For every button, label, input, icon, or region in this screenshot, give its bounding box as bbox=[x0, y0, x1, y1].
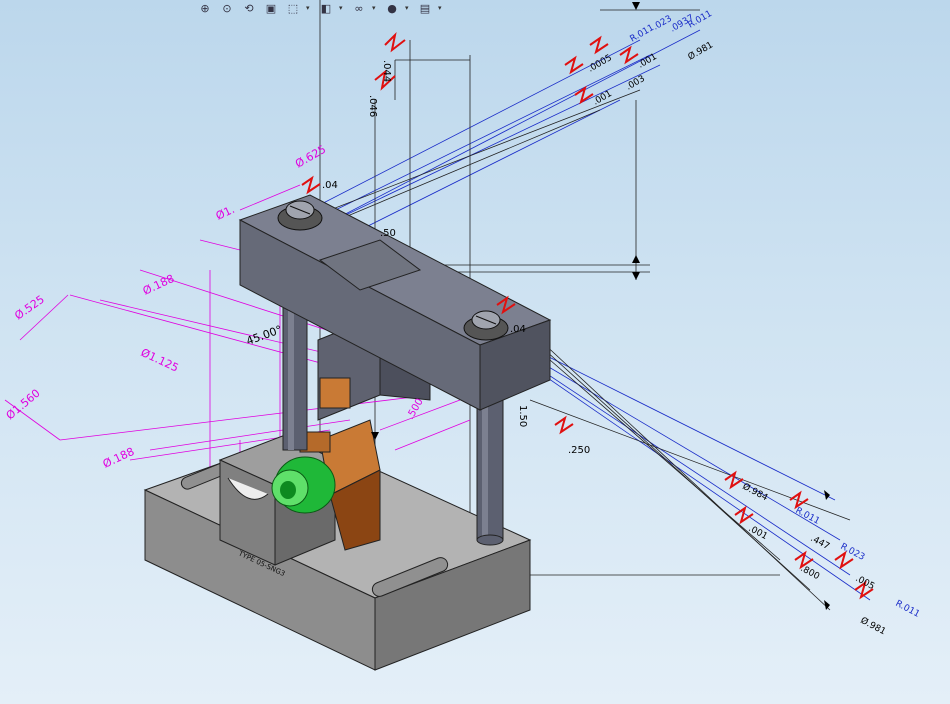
datum-markers bbox=[301, 31, 874, 600]
dim-angle-45: 45.00° bbox=[245, 323, 284, 348]
dim-dia-1560: Ø1.560 bbox=[4, 387, 43, 423]
dim-500: .500 bbox=[405, 397, 426, 422]
dimension-labels-bottom-right[interactable]: Ø.984 R.011 .001 .447 .800 R.023 R.011 Ø… bbox=[741, 481, 922, 637]
dim-04-b: .04 bbox=[510, 324, 526, 335]
dim-r011-b: R.011 bbox=[687, 9, 715, 31]
dim-dia-1: Ø1. bbox=[214, 203, 237, 223]
slot-right bbox=[371, 557, 449, 597]
dim-r011-c: R.011 bbox=[794, 506, 822, 527]
dimension-arrows bbox=[371, 2, 830, 610]
dim-dia-188-b: Ø.188 bbox=[101, 445, 137, 471]
dim-001-c: .001 bbox=[747, 524, 769, 542]
dim-250: .250 bbox=[568, 445, 590, 456]
chevron-down-icon[interactable]: ▾ bbox=[438, 4, 442, 12]
dim-150: 1.50 bbox=[517, 405, 528, 427]
drill-bushing[interactable] bbox=[271, 456, 336, 514]
dim-0005: .0005 bbox=[587, 53, 614, 75]
top-bar[interactable] bbox=[238, 194, 552, 411]
section-view-icon[interactable]: ▣ bbox=[265, 1, 277, 15]
chevron-down-icon[interactable]: ▾ bbox=[306, 4, 310, 12]
dimension-labels-top-right[interactable]: R.011 .023 .0937 R.011 Ø.981 .0005 .001 … bbox=[587, 9, 715, 108]
appearance-icon[interactable]: ● bbox=[387, 1, 397, 15]
chevron-down-icon[interactable]: ▾ bbox=[405, 4, 409, 12]
v-block[interactable]: TYPE 05-SNG3 bbox=[218, 434, 337, 578]
zoom-to-fit-icon[interactable]: ⊕ bbox=[200, 1, 210, 15]
chevron-down-icon[interactable]: ▾ bbox=[339, 4, 343, 12]
chevron-down-icon[interactable]: ▾ bbox=[372, 4, 376, 12]
dim-dia-981-b: Ø.981 bbox=[859, 615, 888, 637]
hide-show-icon[interactable]: ∞ bbox=[354, 1, 364, 15]
dim-003: .003 bbox=[625, 74, 647, 93]
dimension-labels-left[interactable]: Ø.525 Ø.188 Ø1.125 Ø1.560 Ø.188 Ø1. 45.0… bbox=[4, 143, 329, 471]
dim-dia-625: Ø.625 bbox=[293, 143, 328, 171]
heads-up-view-toolbar: ⊕ ⊙ ⟲ ▣ ⬚ ▾ ◧ ▾ ∞ ▾ ● ▾ ▤ ▾ bbox=[196, 0, 445, 16]
clamp-block[interactable] bbox=[299, 419, 381, 551]
dim-001-b: .001 bbox=[637, 52, 659, 71]
dim-04-a: .04 bbox=[322, 180, 338, 191]
dim-dia-981-a: Ø.981 bbox=[686, 40, 715, 63]
dim-dia-1125: Ø1.125 bbox=[139, 346, 181, 375]
leader-lines bbox=[4, 0, 871, 611]
dim-50: .50 bbox=[380, 228, 396, 239]
display-style-icon[interactable]: ◧ bbox=[320, 1, 332, 15]
rotate-icon[interactable]: ⟲ bbox=[244, 1, 254, 15]
dim-r011-d: R.011 bbox=[894, 599, 922, 620]
scene-icon[interactable]: ▤ bbox=[419, 1, 431, 15]
dim-dia-525: Ø.525 bbox=[12, 293, 47, 323]
view-orientation-icon[interactable]: ⬚ bbox=[287, 1, 299, 15]
dim-046: .046 bbox=[367, 95, 378, 117]
dim-044: .044 bbox=[381, 60, 392, 82]
dim-800: .800 bbox=[799, 564, 822, 582]
zoom-area-icon[interactable]: ⊙ bbox=[222, 1, 232, 15]
support-posts[interactable] bbox=[282, 289, 504, 546]
